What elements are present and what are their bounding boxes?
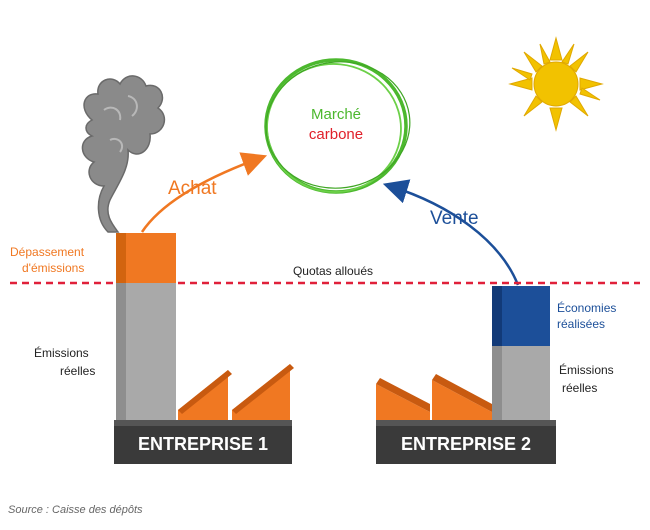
company2-savings-label-line1: Économies <box>557 300 616 315</box>
market-label-line1: Marché <box>311 106 361 123</box>
source-note: Source : Caisse des dépôts <box>8 504 143 516</box>
company1-excess-label-line1: Dépassement <box>10 245 85 259</box>
buy-label: Achat <box>168 178 217 199</box>
buy-arrow <box>140 152 268 233</box>
carbon-market-circle: Marché carbone <box>264 58 411 194</box>
sell-arrow <box>382 179 520 286</box>
company2-actual-label-line2: réelles <box>562 381 597 395</box>
company2-actual-label-line1: Émissions <box>559 362 614 377</box>
company1-excess-label-line2: d'émissions <box>22 261 84 275</box>
smoke-cloud-icon <box>81 75 166 233</box>
quota-label: Quotas alloués <box>293 264 373 278</box>
company2-name: ENTREPRISE 2 <box>401 434 531 454</box>
company1-name: ENTREPRISE 1 <box>138 434 268 454</box>
company1-factory: ENTREPRISE 1 <box>114 233 294 464</box>
company2-savings-label-line2: réalisées <box>557 317 605 331</box>
company1-actual-label-line2: réelles <box>60 364 95 378</box>
sun-icon <box>508 36 604 132</box>
company1-actual-label-line1: Émissions <box>34 345 89 360</box>
company2-factory: ENTREPRISE 2 <box>376 286 556 464</box>
sell-label: Vente <box>430 208 479 229</box>
market-label-line2: carbone <box>309 126 363 143</box>
